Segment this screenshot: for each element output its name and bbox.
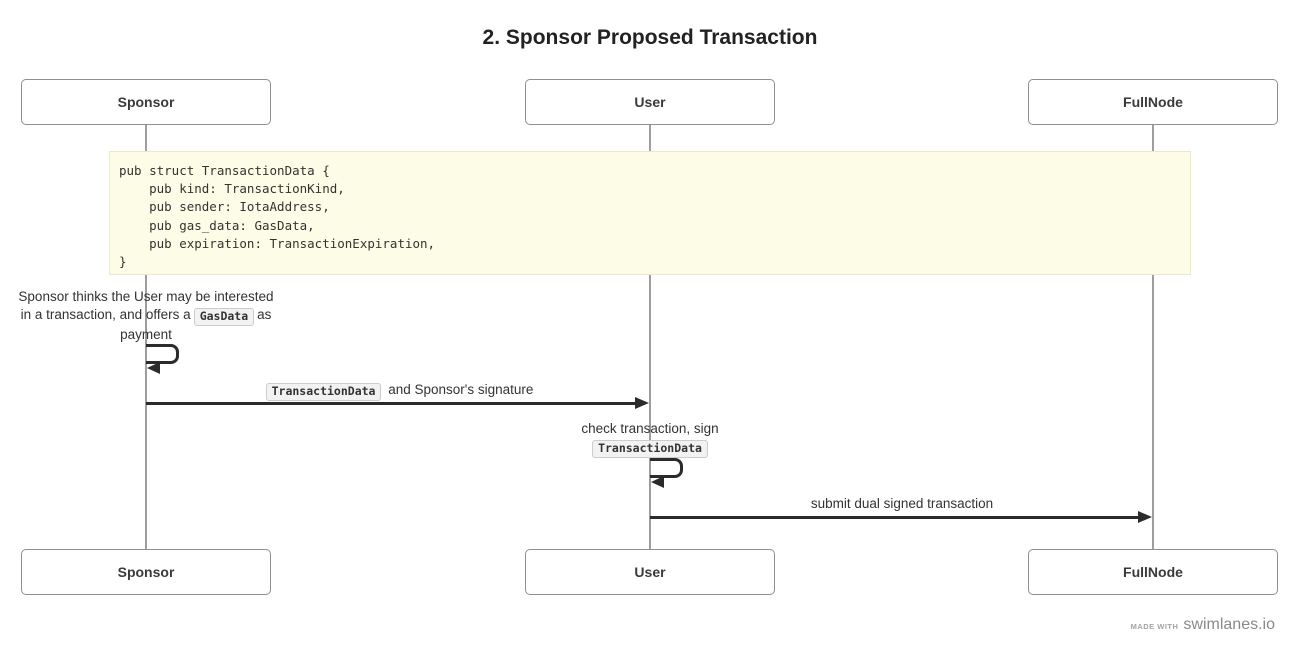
actor-box-sponsor-top: Sponsor xyxy=(21,79,271,125)
gasdata-chip: GasData xyxy=(193,308,255,326)
message1-arrow-line xyxy=(146,402,638,405)
user-self-label: check transaction, sign TransactionData xyxy=(520,420,780,458)
message1-label: TransactionData and Sponsor's signature xyxy=(146,381,650,401)
lifeline-sponsor xyxy=(145,124,147,549)
actor-label-fullnode: FullNode xyxy=(1123,94,1183,110)
diagram-title: 2. Sponsor Proposed Transaction xyxy=(482,26,818,49)
sponsor-note: Sponsor thinks the User may be intereste… xyxy=(13,288,279,344)
sponsor-note-line1: Sponsor thinks the User may be intereste… xyxy=(18,289,274,304)
user-self-label-line2: TransactionData xyxy=(520,438,780,458)
actor-box-sponsor-bottom: Sponsor xyxy=(21,549,271,595)
actor-label-sponsor-bottom: Sponsor xyxy=(117,564,175,580)
actor-label-fullnode-bottom: FullNode xyxy=(1123,564,1183,580)
message1-arrowhead-icon xyxy=(635,397,649,409)
sponsor-note-line2-before: in a transaction, and offers a xyxy=(20,307,191,322)
footer: MADE WITH swimlanes.io xyxy=(1131,616,1275,634)
transactiondata-chip-user-self: TransactionData xyxy=(592,440,708,458)
transactiondata-chip-msg1: TransactionData xyxy=(265,383,382,401)
actor-label-user-bottom: User xyxy=(634,564,666,580)
user-self-label-line1: check transaction, sign xyxy=(581,421,719,436)
swimlanes-brand-link[interactable]: swimlanes.io xyxy=(1183,616,1275,633)
actor-label-user: User xyxy=(634,94,666,110)
actor-box-fullnode-top: FullNode xyxy=(1028,79,1278,125)
message2-arrow-line xyxy=(650,516,1140,519)
made-with-label: MADE WITH xyxy=(1130,622,1179,631)
user-self-loop xyxy=(650,458,683,478)
actor-label-sponsor: Sponsor xyxy=(117,94,175,110)
actor-box-user-bottom: User xyxy=(525,549,775,595)
sponsor-self-loop-arrowhead-icon xyxy=(147,362,160,374)
message2-text: submit dual signed transaction xyxy=(810,496,994,511)
message1-text: and Sponsor's signature xyxy=(384,382,534,397)
sponsor-note-line3: payment xyxy=(120,327,172,342)
lifeline-user xyxy=(649,124,651,549)
message2-label: submit dual signed transaction xyxy=(650,495,1154,513)
user-self-loop-arrowhead-icon xyxy=(651,476,664,488)
sponsor-self-loop xyxy=(146,344,179,364)
sponsor-note-line2-after: as xyxy=(257,307,272,322)
message2-arrowhead-icon xyxy=(1138,511,1152,523)
lifeline-fullnode xyxy=(1152,124,1154,549)
code-note: pub struct TransactionData { pub kind: T… xyxy=(109,151,1191,275)
code-note-text: pub struct TransactionData { pub kind: T… xyxy=(119,163,436,270)
actor-box-user-top: User xyxy=(525,79,775,125)
actor-box-fullnode-bottom: FullNode xyxy=(1028,549,1278,595)
